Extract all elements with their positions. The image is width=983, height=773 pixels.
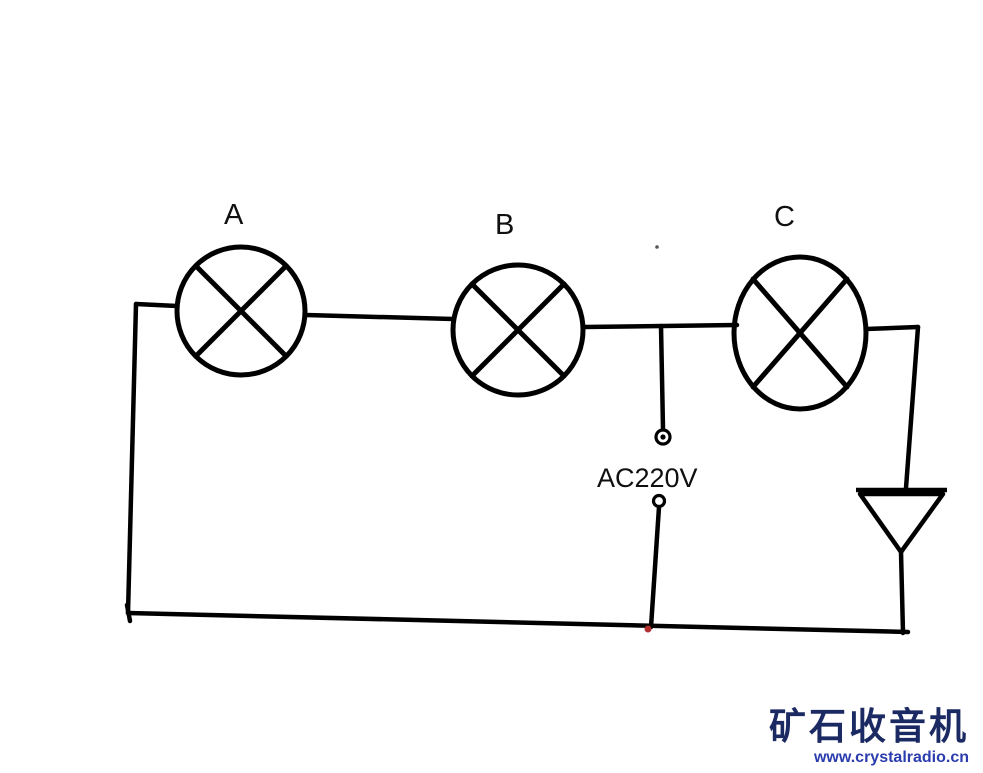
diode-symbol (856, 487, 947, 555)
source-branch-bottom-wire (648, 504, 662, 630)
lamp-b-label: B (495, 209, 514, 241)
watermark-url: www.crystalradio.cn (813, 749, 969, 766)
stray-mark-dot (655, 245, 659, 249)
right-rail-wire (903, 324, 921, 491)
lamp-c-label: C (774, 201, 795, 233)
lamp-b-symbol (450, 262, 586, 398)
junction-dot-red (644, 625, 652, 633)
wire-lamp-a-left (133, 301, 180, 309)
left-rail-wire (125, 301, 139, 616)
bottom-rail-wire (125, 610, 911, 635)
source-terminal-bottom (651, 493, 667, 509)
source-terminal-top (654, 428, 672, 446)
watermark-title: 矿石收音机 (769, 706, 969, 748)
wire-c-to-right-rail (863, 324, 921, 332)
watermark: 矿石收音机 www.crystalradio.cn (769, 706, 969, 767)
lamp-c-symbol (731, 254, 869, 412)
source-branch-top-wire (658, 323, 666, 432)
diode-to-bottom-wire (898, 549, 906, 636)
lamp-a-symbol (174, 244, 308, 378)
ac-source-label: AC220V (597, 463, 698, 493)
lamp-a-label: A (224, 199, 244, 231)
wire-a-to-b (303, 312, 456, 322)
